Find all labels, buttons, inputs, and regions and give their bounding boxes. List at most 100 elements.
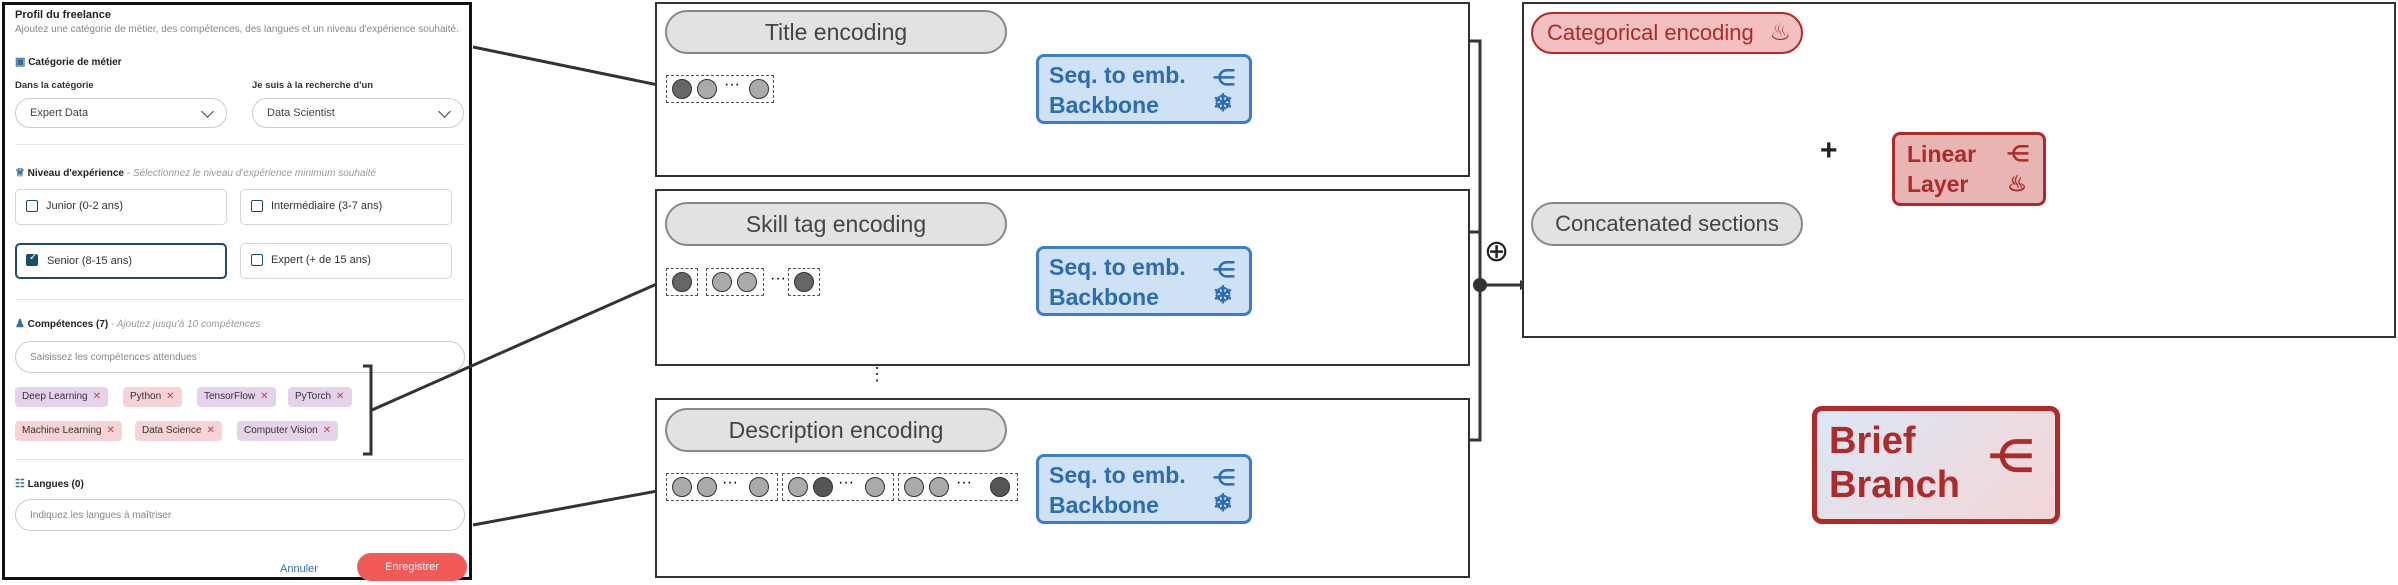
desc-token-group xyxy=(898,473,1018,501)
concat-symbol: ⊕ xyxy=(1484,235,1510,268)
checkbox[interactable] xyxy=(251,254,263,266)
token xyxy=(737,272,757,292)
token xyxy=(697,79,717,99)
form-title: Profil du freelance xyxy=(15,9,111,21)
ellipsis: ⋮ xyxy=(868,364,886,384)
save-button[interactable]: Enregistrer xyxy=(357,553,467,581)
token-ellipsis: ··· xyxy=(838,474,854,491)
snowflake-icon: ❄ xyxy=(1212,90,1233,117)
sum-symbol: + xyxy=(1820,134,1838,167)
remove-tag-icon[interactable]: ✕ xyxy=(166,391,175,402)
skills-input[interactable]: Saisissez les compétences attendues xyxy=(15,341,465,373)
token xyxy=(904,477,924,497)
search-select-value: Data Scientist xyxy=(267,107,335,119)
skill-tag[interactable]: PyTorch✕ xyxy=(288,387,352,407)
skill-tag[interactable]: Data Science✕ xyxy=(135,421,222,441)
skills-section-heading: ♟ Compétences (7) - Ajoutez jusqu'à 10 c… xyxy=(15,318,261,330)
category-section-heading: ▣ Catégorie de métier xyxy=(15,56,122,68)
skill-tag[interactable]: Computer Vision✕ xyxy=(237,421,339,441)
languages-input[interactable]: Indiquez les langues à maîtriser xyxy=(15,499,465,531)
token xyxy=(672,79,692,99)
token xyxy=(788,477,808,497)
experience-section-heading: ♕ Niveau d'expérience - Sélectionnez le … xyxy=(15,167,377,179)
skill-tag[interactable]: Deep Learning✕ xyxy=(15,387,108,407)
checkbox-checked[interactable]: ✓ xyxy=(26,252,38,266)
experience-option-intermediate[interactable]: Intermédiaire (3-7 ans) xyxy=(240,189,452,225)
network-icon: ⋲ xyxy=(1989,432,2033,481)
flame-icon: ♨ xyxy=(2007,171,2027,196)
token-ellipsis: ··· xyxy=(956,474,972,491)
remove-tag-icon[interactable]: ✕ xyxy=(106,425,115,436)
remove-tag-icon[interactable]: ✕ xyxy=(92,391,101,402)
person-icon: ♟ xyxy=(15,318,25,330)
title-input-arrow xyxy=(472,45,670,91)
flame-icon: ♨ xyxy=(1769,19,1791,46)
snowflake-icon: ❄ xyxy=(1212,490,1233,517)
checkmark-icon: ✓ xyxy=(29,252,38,263)
description-encoding-label: Description encoding xyxy=(665,408,1007,452)
network-icon: ⋲ xyxy=(1213,465,1235,490)
checkbox[interactable] xyxy=(26,200,38,212)
form-subtitle: Ajoutez une catégorie de métier, des com… xyxy=(15,24,459,35)
network-icon: ⋲ xyxy=(1213,257,1235,282)
network-icon: ⋲ xyxy=(2007,141,2029,166)
skill-token-group xyxy=(706,268,764,296)
language-icon: ☷ xyxy=(15,478,25,490)
backbone-description: Seq. to emb.Backbone ⋲ ❄ xyxy=(1036,454,1252,524)
category-select-value: Expert Data xyxy=(30,107,89,119)
remove-tag-icon[interactable]: ✕ xyxy=(206,425,215,436)
token xyxy=(672,272,692,292)
title-token-group xyxy=(666,75,774,103)
category-label: Dans la catégorie xyxy=(15,80,94,91)
token xyxy=(672,477,692,497)
divider xyxy=(15,144,465,145)
token xyxy=(749,477,769,497)
token-ellipsis: ··· xyxy=(724,76,740,93)
token-ellipsis: ··· xyxy=(770,270,786,287)
remove-tag-icon[interactable]: ✕ xyxy=(322,425,332,436)
token xyxy=(813,477,833,497)
search-select[interactable]: Data Scientist xyxy=(252,98,464,128)
languages-section-heading: ☷ Langues (0) xyxy=(15,478,84,490)
remove-tag-icon[interactable]: ✕ xyxy=(336,391,345,402)
skills-bracket xyxy=(363,364,373,456)
network-icon: ⋲ xyxy=(1213,65,1235,90)
token xyxy=(929,477,949,497)
token xyxy=(990,477,1010,497)
remove-tag-icon[interactable]: ✕ xyxy=(260,391,269,402)
token-ellipsis: ··· xyxy=(722,474,738,491)
checkbox[interactable] xyxy=(251,200,263,212)
search-label: Je suis à la recherche d'un xyxy=(252,80,374,91)
token xyxy=(712,272,732,292)
crown-icon: ♕ xyxy=(15,167,25,179)
divider xyxy=(15,459,465,460)
skill-tag[interactable]: TensorFlow✕ xyxy=(197,387,276,407)
concatenated-sections-label: Concatenated sections xyxy=(1531,202,1803,246)
skills-input-arrow xyxy=(371,277,670,412)
desc-token-group xyxy=(666,473,778,501)
skill-token-group xyxy=(788,268,820,296)
token xyxy=(749,79,769,99)
token xyxy=(794,272,814,292)
backbone-skill: Seq. to emb.Backbone ⋲ ❄ xyxy=(1036,246,1252,316)
snowflake-icon: ❄ xyxy=(1212,282,1233,309)
skill-tag[interactable]: Python✕ xyxy=(123,387,182,407)
title-encoding-label: Title encoding xyxy=(665,10,1007,54)
experience-option-senior[interactable]: ✓Senior (8-15 ans) xyxy=(15,243,227,279)
category-select[interactable]: Expert Data xyxy=(15,98,227,128)
token xyxy=(865,477,885,497)
categorical-encoding-label: Categorical encoding ♨ xyxy=(1531,12,1803,54)
desc-token-group xyxy=(782,473,894,501)
freelance-profile-form: Profil du freelance Ajoutez une catégori… xyxy=(2,2,472,581)
experience-option-expert[interactable]: Expert (+ de 15 ans) xyxy=(240,243,452,279)
skill-tag[interactable]: Machine Learning✕ xyxy=(15,421,122,441)
skill-token-group xyxy=(666,268,698,296)
divider xyxy=(15,299,465,300)
cancel-button[interactable]: Annuler xyxy=(280,563,318,575)
briefcase-icon: ▣ xyxy=(15,56,26,68)
experience-option-junior[interactable]: Junior (0-2 ans) xyxy=(15,189,227,225)
token xyxy=(697,477,717,497)
backbone-title: Seq. to emb.Backbone ⋲ ❄ xyxy=(1036,54,1252,124)
